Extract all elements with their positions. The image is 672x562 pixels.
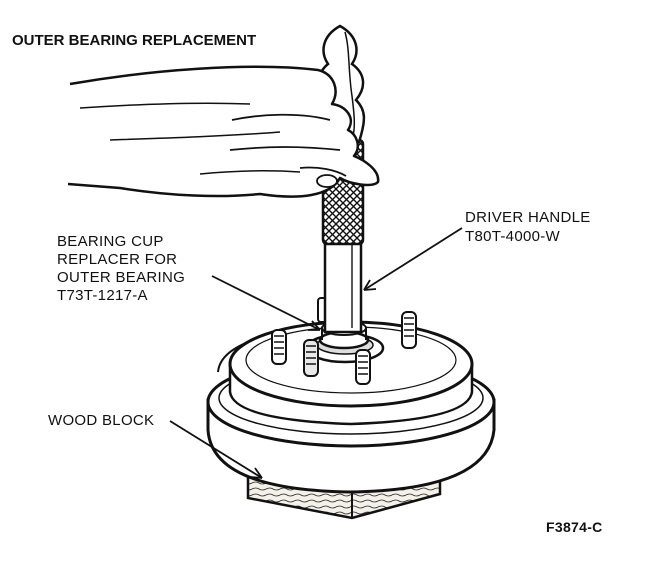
diagram-title: OUTER BEARING REPLACEMENT [12, 32, 257, 49]
figure-id: F3874-C [546, 519, 603, 535]
leader-lines [169, 227, 463, 479]
driver-handle-label: DRIVER HANDLE T80T-4000-W [465, 209, 591, 245]
wheel-studs [271, 297, 417, 385]
technician-hand [67, 65, 380, 198]
wood-block-label: WOOD BLOCK [48, 412, 155, 429]
bearing-cup-replacer-label: BEARING CUP REPLACER FOR OUTER BEARING T… [57, 233, 186, 304]
